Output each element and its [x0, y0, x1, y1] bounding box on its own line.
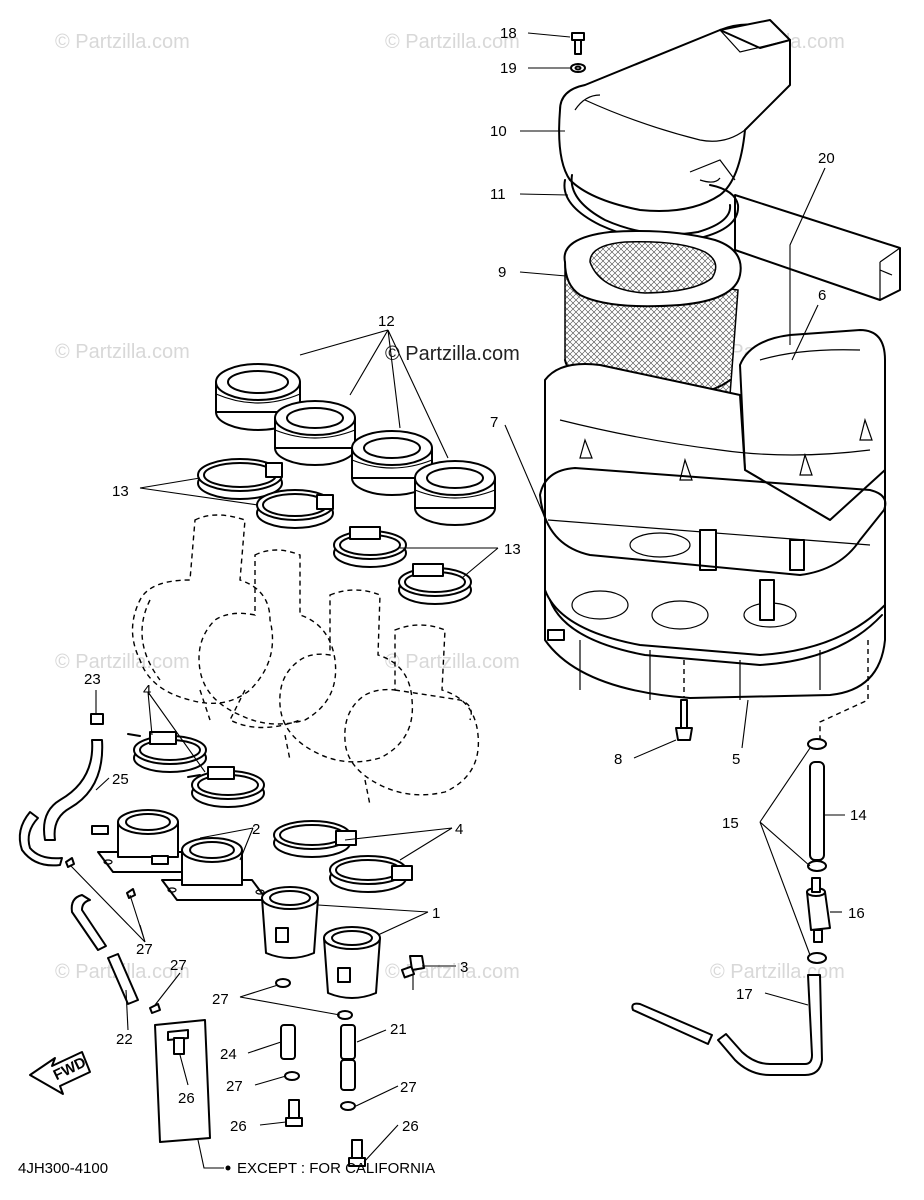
- callout-4-lower: 4: [455, 821, 463, 838]
- part-2-manifolds: [91, 809, 268, 901]
- callout-6: 6: [818, 287, 826, 304]
- part-8-screw: [675, 660, 693, 741]
- callout-14: 14: [850, 807, 867, 824]
- callout-23: 23: [84, 671, 101, 688]
- part-3-screw: [400, 955, 425, 979]
- callout-15: 15: [722, 815, 739, 832]
- callout-5: 5: [732, 751, 740, 768]
- callout-26: 26: [230, 1118, 247, 1135]
- callout-25: 25: [112, 771, 129, 788]
- part-15-clips: [807, 738, 827, 964]
- california-box: [154, 1019, 211, 1143]
- part-27-clips: [65, 857, 356, 1111]
- callout-2: 2: [252, 821, 260, 838]
- part-25-hose: [43, 739, 104, 841]
- part-13-clamps: [197, 458, 472, 605]
- footnote-except-california: EXCEPT : FOR CALIFORNIA: [237, 1160, 435, 1177]
- callout-7: 7: [490, 414, 498, 431]
- callout-27: 27: [136, 941, 153, 958]
- callout-19: 19: [500, 60, 517, 77]
- callout-13-left: 13: [112, 483, 129, 500]
- callout-8: 8: [614, 751, 622, 768]
- callout-12: 12: [378, 313, 395, 330]
- part-10-cap: [558, 19, 791, 212]
- part-20-strap: [734, 194, 901, 301]
- watermark-text: © Partzilla.com: [55, 341, 190, 363]
- part-17-hose: [631, 974, 823, 1076]
- part-22-hose: [107, 953, 139, 1005]
- callout-24: 24: [220, 1046, 237, 1063]
- callout-3: 3: [460, 959, 468, 976]
- watermark-text: © Partzilla.com: [55, 651, 190, 673]
- part-4-clamps-lower: [273, 820, 413, 893]
- part-26-plugs: [167, 1029, 366, 1167]
- part-23-clip: [90, 713, 104, 725]
- leader-lines: [69, 32, 845, 1169]
- part-4-clamps-upper: [127, 731, 265, 808]
- callout-20: 20: [818, 150, 835, 167]
- watermark-text: © Partzilla.com: [385, 651, 520, 673]
- part-16-filter: [806, 877, 831, 943]
- part-21-hose: [340, 1024, 356, 1091]
- bullet-dot: [225, 1165, 231, 1171]
- part-12-joints: [215, 363, 496, 526]
- callout-27: 27: [170, 957, 187, 974]
- callout-4-upper: 4: [143, 682, 151, 699]
- part-14-hose: [809, 761, 825, 861]
- part-5-airbox: [544, 363, 886, 700]
- diagram-code: 4JH300-4100: [18, 1160, 108, 1177]
- part-24-hose: [280, 1024, 296, 1060]
- watermark-text: © Partzilla.com: [55, 31, 190, 53]
- carburetor-outline: [131, 514, 480, 806]
- callout-22: 22: [116, 1031, 133, 1048]
- callout-27: 27: [226, 1078, 243, 1095]
- watermark-center: © Partzilla.com: [385, 343, 520, 365]
- hose-dash-links: [819, 640, 869, 740]
- callout-1: 1: [432, 905, 440, 922]
- fwd-arrow-icon: FWD: [29, 1051, 91, 1095]
- callout-26: 26: [402, 1118, 419, 1135]
- callout-10: 10: [490, 123, 507, 140]
- callout-17: 17: [736, 986, 753, 1003]
- callout-labels: 18 19 10 11 20 9 6 12 7 13 13 23 4 8 5 2…: [84, 25, 867, 1135]
- part-19-washer: [570, 63, 586, 73]
- part-18-bolt: [571, 32, 585, 55]
- callout-16: 16: [848, 905, 865, 922]
- callout-18: 18: [500, 25, 517, 42]
- callout-27: 27: [212, 991, 229, 1008]
- callout-13-right: 13: [504, 541, 521, 558]
- callout-11: 11: [490, 186, 506, 203]
- callout-26-boxed: 26: [178, 1090, 195, 1107]
- watermark-text: © Partzilla.com: [385, 31, 520, 53]
- callout-27: 27: [400, 1079, 417, 1096]
- part-1-manifolds: [261, 886, 381, 999]
- callout-9: 9: [498, 264, 506, 281]
- callout-21: 21: [390, 1021, 407, 1038]
- hose-left-loop: [18, 811, 107, 951]
- part-7-seal: [539, 467, 887, 576]
- watermark-text: © Partzilla.com: [710, 961, 845, 983]
